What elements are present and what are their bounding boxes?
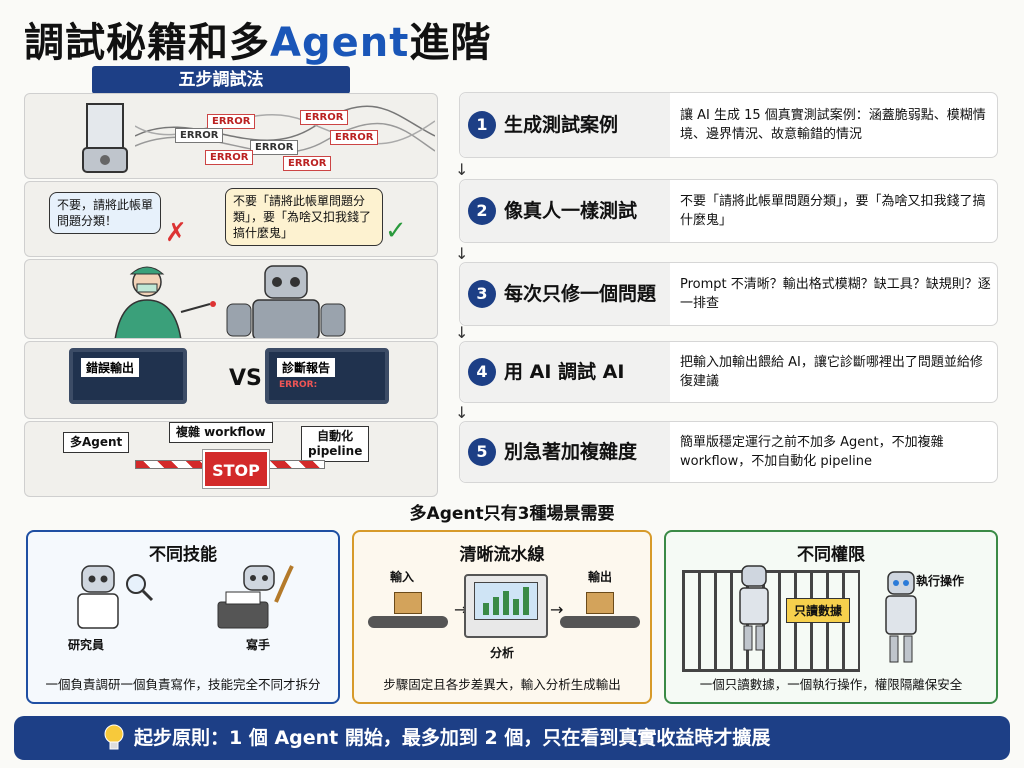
label-output: 輸出 [588, 570, 613, 584]
error-tag: ERROR [205, 150, 254, 165]
robot-icon [226, 265, 346, 338]
writer-robot-icon [217, 565, 294, 629]
label-analysis: 分析 [490, 646, 515, 660]
step-description: 不要「請將此帳單問題分類」，要「為啥又扣我錢了搞什麼鬼」 [680, 194, 986, 228]
magnifier-icon [126, 574, 154, 602]
sign-multi-agent: 多Agent [63, 432, 130, 453]
scenario-card-permissions: 不同權限 只讀數據 執行操作 一個只讀數據，一個執行操作，權限隔離保安全 [664, 530, 998, 704]
error-tag: ERROR [175, 128, 224, 143]
error-tag: ERROR [250, 140, 299, 155]
illustration-blender: ERROR ERROR ERROR ERROR ERROR ERROR ERRO… [24, 93, 438, 179]
illustration-surgeon-robot [24, 259, 438, 339]
illustration-bubbles: 不要，請將此帳單問題分類！ ✗ 不要「請將此帳單問題分類」，要「為啥又扣我錢了搞… [24, 181, 438, 257]
step-title: 每次只修一個問題 [504, 283, 657, 305]
read-only-sign: 只讀數據 [786, 598, 851, 623]
footer-text: 起步原則：1 個 Agent 開始，最多加到 2 個，只在看到真實收益時才擴展 [134, 727, 771, 749]
step-5: 5 別急著加複雜度 簡單版穩定運行之前不加多 Agent，不加複雜 workfl… [459, 421, 998, 483]
card-title: 不同技能 [149, 545, 217, 565]
down-arrow-icon: ↓ [455, 160, 469, 179]
executor-robot-icon [885, 571, 917, 663]
step-1: 1 生成測試案例 讓 AI 生成 15 個真實測試案例：涵蓋脆弱點、模糊情境、邊… [459, 92, 998, 158]
researcher-robot-icon [77, 565, 119, 629]
illustration-monitors: 錯誤輸出 VS 診斷報告 ERROR: [24, 341, 438, 419]
illustration-stop: 多Agent 複雜 workflow 自動化 pipeline STOP [24, 421, 438, 497]
step-description: Prompt 不清晰？輸出格式模糊？缺工具？缺規則？逐一排查 [680, 277, 991, 311]
step-4: 4 用 AI 調試 AI 把輸入加輸出餵給 AI，讓它診斷哪裡出了問題並給修復建… [459, 341, 998, 403]
box-icon [394, 592, 422, 614]
card-title: 清晰流水線 [459, 545, 545, 565]
error-tag: ERROR [207, 114, 256, 129]
error-tag: ERROR [283, 156, 332, 171]
step-2: 2 像真人一樣測試 不要「請將此帳單問題分類」，要「為啥又扣我錢了搞什麼鬼」 [459, 179, 998, 243]
step-title: 像真人一樣測試 [504, 200, 638, 222]
step-3: 3 每次只修一個問題 Prompt 不清晰？輸出格式模糊？缺工具？缺規則？逐一排… [459, 262, 998, 326]
label-writer: 寫手 [246, 638, 271, 652]
conveyor-belt [368, 616, 448, 628]
step-number: 1 [468, 111, 496, 139]
card-description: 一個負責調研一個負責寫作，技能完全不同才拆分 [45, 677, 321, 692]
step-description: 讓 AI 生成 15 個真實測試案例：涵蓋脆弱點、模糊情境、邊界情況、故意輸錯的… [680, 108, 986, 142]
sign-pipeline: 自動化 pipeline [301, 426, 370, 462]
section-banner: 五步調試法 [92, 66, 350, 94]
cross-icon: ✗ [165, 218, 187, 248]
down-arrow-icon: ↓ [455, 244, 469, 263]
scenario-card-skills: 不同技能 研究員 寫手 一個負責調研一個負責寫作，技能完全不同才拆分 [26, 530, 340, 704]
card-description: 一個只讀數據，一個執行操作，權限隔離保安全 [699, 677, 963, 692]
arrow-right-icon: → [550, 600, 564, 619]
card-title: 不同權限 [797, 545, 865, 565]
scenario-card-pipeline: 清晰流水線 輸入 → 分析 → 輸出 步驟固定且各步差異大，輸入分析生成輸出 [352, 530, 652, 704]
error-tag: ERROR [330, 130, 379, 145]
good-prompt-bubble: 不要「請將此帳單問題分類」，要「為啥又扣我錢了搞什麼鬼」 [225, 188, 383, 246]
label-researcher: 研究員 [68, 638, 105, 652]
step-number: 5 [468, 438, 496, 466]
reader-robot-icon [739, 565, 769, 651]
step-description: 簡單版穩定運行之前不加多 Agent，不加複雜 workflow，不加自動化 p… [680, 435, 944, 469]
step-number: 3 [468, 280, 496, 308]
blender-icon [82, 103, 128, 173]
box-icon [586, 592, 614, 614]
check-icon: ✓ [385, 216, 407, 246]
lightbulb-icon [104, 724, 124, 750]
bad-prompt-bubble: 不要，請將此帳單問題分類！ [49, 192, 161, 234]
down-arrow-icon: ↓ [455, 403, 469, 422]
error-tag: ERROR [300, 110, 349, 125]
monitor-error-output: 錯誤輸出 [69, 348, 187, 404]
step-description: 把輸入加輸出餵給 AI，讓它診斷哪裡出了問題並給修復建議 [680, 355, 983, 389]
step-title: 用 AI 調試 AI [504, 361, 625, 383]
step-title: 生成測試案例 [504, 114, 619, 136]
stop-sign: STOP [202, 449, 270, 489]
sign-workflow: 複雜 workflow [169, 422, 273, 443]
down-arrow-icon: ↓ [455, 323, 469, 342]
scenarios-heading: 多Agent只有3種場景需要 [409, 504, 615, 524]
step-number: 2 [468, 197, 496, 225]
page-title: 調試秘籍和多Agent進階 [24, 20, 492, 66]
monitor-diagnosis-report: 診斷報告 ERROR: [265, 348, 389, 404]
analysis-machine [464, 574, 548, 638]
conveyor-belt [560, 616, 640, 628]
bar-chart-icon [483, 587, 529, 615]
step-title: 別急著加複雜度 [504, 441, 638, 463]
label-input: 輸入 [390, 570, 415, 584]
footer-principle-bar: 起步原則：1 個 Agent 開始，最多加到 2 個，只在看到真實收益時才擴展 [14, 716, 1010, 760]
card-description: 步驟固定且各步差異大，輸入分析生成輸出 [383, 677, 621, 692]
label-execute: 執行操作 [916, 574, 965, 588]
surgeon-icon [114, 266, 216, 338]
step-number: 4 [468, 358, 496, 386]
vs-label: VS [229, 366, 262, 391]
